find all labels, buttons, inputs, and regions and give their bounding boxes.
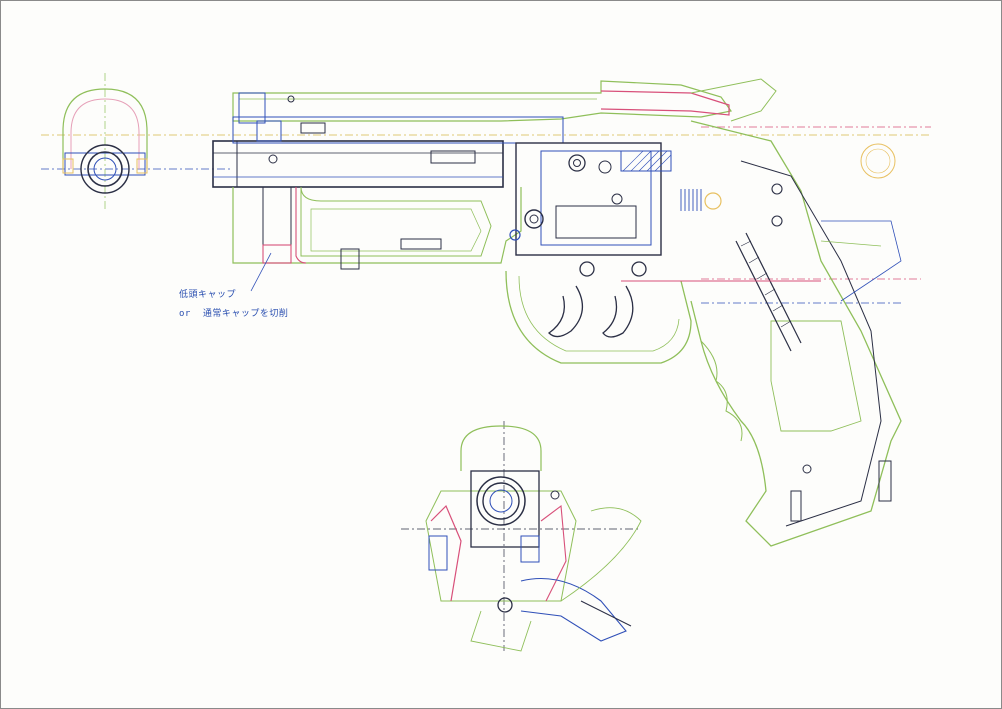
reference-lines [41, 73, 931, 651]
annotation-line2-text: 通常キャップを切削 [202, 309, 289, 319]
annotation-leader [250, 252, 272, 292]
front-view-detail [62, 88, 148, 194]
vip-stamp [860, 143, 896, 179]
annotation-line2: or 通常キャップを切削 [179, 306, 288, 319]
annotation-or: or [179, 309, 191, 319]
annotation-line1: 低頭キャップ [179, 290, 237, 300]
side-view [212, 78, 902, 547]
rear-view-detail [425, 425, 642, 652]
